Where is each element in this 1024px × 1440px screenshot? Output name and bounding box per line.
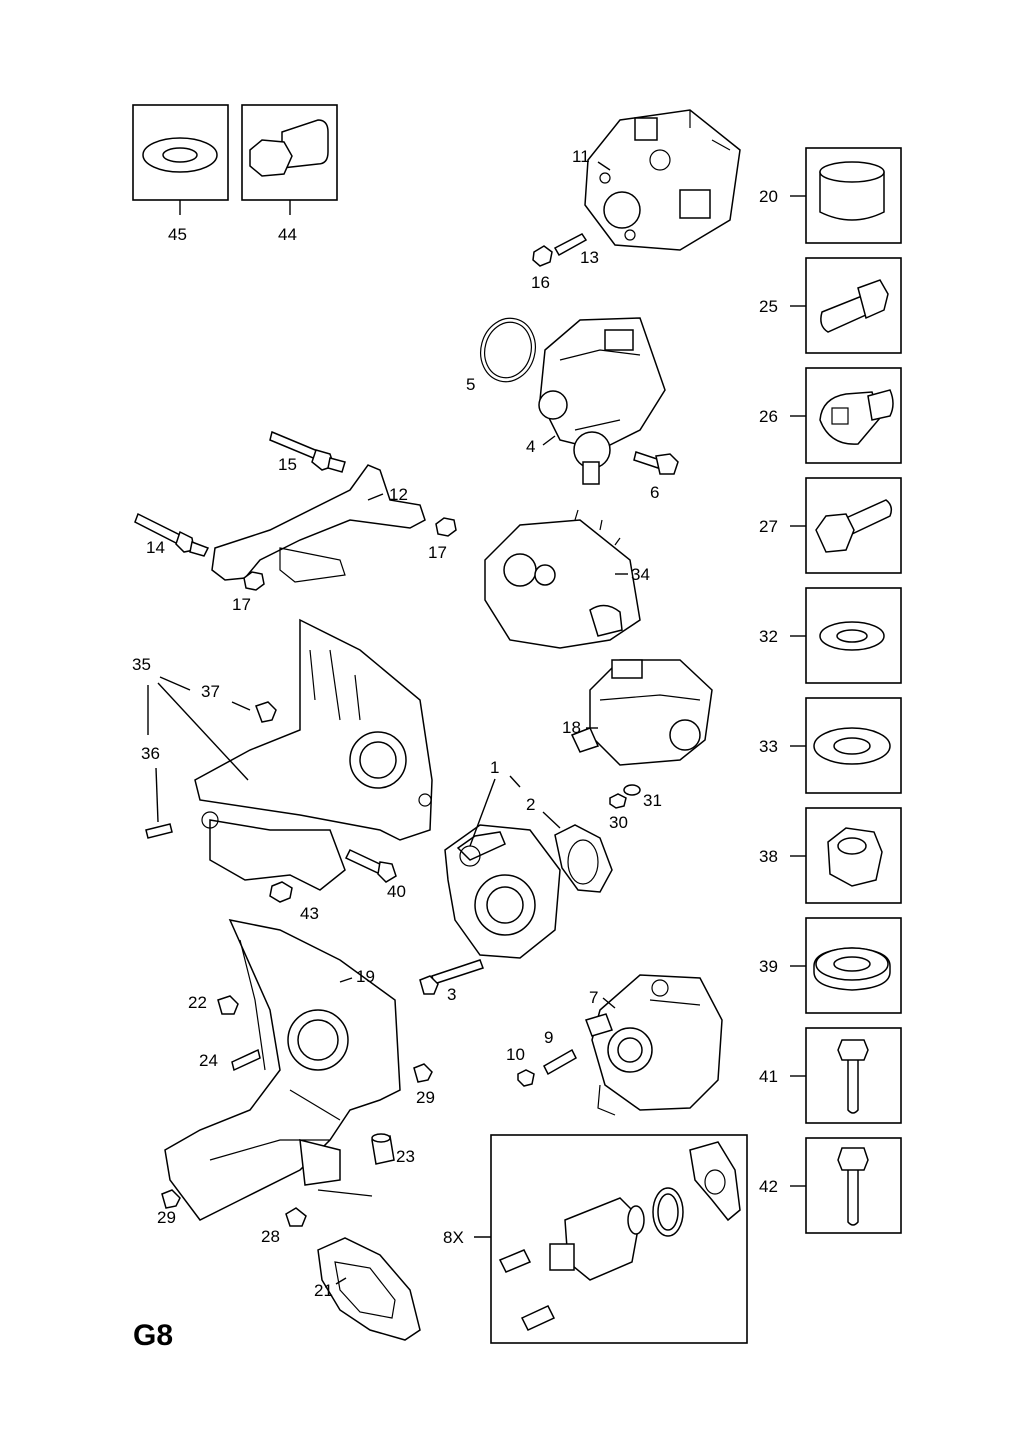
label-31: 31 bbox=[643, 791, 662, 810]
label-17-left: 17 bbox=[232, 595, 251, 614]
label-34: 34 bbox=[631, 565, 650, 584]
label-37: 37 bbox=[201, 682, 220, 701]
label-43: 43 bbox=[300, 904, 319, 923]
bolt-43: 43 bbox=[269, 881, 319, 923]
label-8x: 8X bbox=[443, 1228, 464, 1247]
label-45: 45 bbox=[168, 225, 187, 244]
label-40: 40 bbox=[387, 882, 406, 901]
label-9: 9 bbox=[544, 1028, 553, 1047]
label-15: 15 bbox=[278, 455, 297, 474]
label-7: 7 bbox=[589, 988, 598, 1007]
detail-box-42: 42 bbox=[759, 1137, 902, 1234]
bolt-6: 6 bbox=[633, 451, 679, 502]
label-10: 10 bbox=[506, 1045, 525, 1064]
bolt-29-right: 29 bbox=[413, 1063, 435, 1107]
sheet-code: G8 bbox=[133, 1319, 173, 1352]
washer-31: 31 bbox=[623, 784, 662, 810]
label-38: 38 bbox=[759, 847, 778, 866]
detail-box-26: 26 bbox=[759, 367, 902, 464]
stud-13-nut-16: 13 16 bbox=[531, 233, 599, 292]
plug-37: 37 bbox=[201, 682, 277, 723]
pump-1: 1 bbox=[444, 758, 561, 959]
pump-11: 11 bbox=[572, 109, 741, 251]
detail-box-32: 32 bbox=[759, 587, 902, 684]
label-25: 25 bbox=[759, 297, 778, 316]
label-33: 33 bbox=[759, 737, 778, 756]
label-24: 24 bbox=[199, 1051, 218, 1070]
label-28: 28 bbox=[261, 1227, 280, 1246]
label-17-right: 17 bbox=[428, 543, 447, 562]
stud-15: 15 bbox=[269, 430, 346, 474]
stud-14: 14 bbox=[134, 512, 210, 557]
plug-22: 22 bbox=[188, 993, 239, 1015]
cover-19: 19 bbox=[164, 918, 401, 1221]
gasket-2: 2 bbox=[526, 795, 613, 893]
label-12: 12 bbox=[389, 485, 408, 504]
pump-18: 18 bbox=[562, 659, 713, 766]
detail-box-25: 25 bbox=[759, 257, 902, 354]
detail-box-27: 27 bbox=[759, 477, 902, 574]
label-32: 32 bbox=[759, 627, 778, 646]
label-26: 26 bbox=[759, 407, 778, 426]
label-1: 1 bbox=[490, 758, 499, 777]
label-2: 2 bbox=[526, 795, 535, 814]
label-11: 11 bbox=[572, 147, 590, 166]
sleeve-23: 23 bbox=[371, 1133, 415, 1166]
label-39: 39 bbox=[759, 957, 778, 976]
pump-34: 34 bbox=[484, 509, 650, 649]
label-4: 4 bbox=[526, 437, 535, 456]
label-6: 6 bbox=[650, 483, 659, 502]
label-20: 20 bbox=[759, 187, 778, 206]
label-27: 27 bbox=[759, 517, 778, 536]
kit-box-8x: 8X bbox=[443, 1134, 748, 1344]
detail-box-39: 39 bbox=[759, 917, 902, 1014]
nut-30: 30 bbox=[609, 793, 628, 832]
detail-box-45: 45 bbox=[132, 104, 229, 244]
label-29-left: 29 bbox=[157, 1208, 176, 1227]
label-21: 21 bbox=[314, 1281, 333, 1300]
nut-17-left: 17 bbox=[232, 571, 265, 614]
label-3: 3 bbox=[447, 985, 456, 1004]
oring-5: 5 bbox=[466, 317, 536, 394]
label-44: 44 bbox=[278, 225, 297, 244]
bolt-40: 40 bbox=[344, 849, 406, 901]
bolt-29-left: 29 bbox=[157, 1189, 181, 1227]
label-29-right: 29 bbox=[416, 1088, 435, 1107]
label-14: 14 bbox=[146, 538, 165, 557]
bolt-28: 28 bbox=[261, 1189, 373, 1246]
pump-4: 4 bbox=[526, 317, 666, 485]
detail-box-44: 44 bbox=[241, 104, 338, 244]
label-16: 16 bbox=[531, 273, 550, 292]
pin-36: 36 bbox=[141, 744, 173, 839]
label-23: 23 bbox=[396, 1147, 415, 1166]
label-19: 19 bbox=[356, 967, 375, 986]
gasket-21: 21 bbox=[314, 1237, 421, 1341]
label-30: 30 bbox=[609, 813, 628, 832]
label-41: 41 bbox=[759, 1067, 778, 1086]
label-5: 5 bbox=[466, 375, 475, 394]
label-22: 22 bbox=[188, 993, 207, 1012]
detail-box-41: 41 bbox=[759, 1027, 902, 1124]
label-36: 36 bbox=[141, 744, 160, 763]
label-35: 35 bbox=[132, 655, 151, 674]
housing-35: 35 bbox=[132, 618, 433, 891]
pump-7: 7 bbox=[585, 974, 723, 1116]
detail-box-38: 38 bbox=[759, 807, 902, 904]
pin-24: 24 bbox=[199, 1048, 261, 1072]
label-18: 18 bbox=[562, 718, 581, 737]
nut-17-right: 17 bbox=[428, 517, 457, 562]
label-13: 13 bbox=[580, 248, 599, 267]
label-42: 42 bbox=[759, 1177, 778, 1196]
bracket-12: 12 bbox=[211, 464, 426, 583]
detail-box-20: 20 bbox=[759, 147, 902, 244]
detail-box-33: 33 bbox=[759, 697, 902, 794]
bolt-3: 3 bbox=[419, 959, 484, 1004]
stud-9-nut-10: 9 10 bbox=[506, 1028, 577, 1087]
